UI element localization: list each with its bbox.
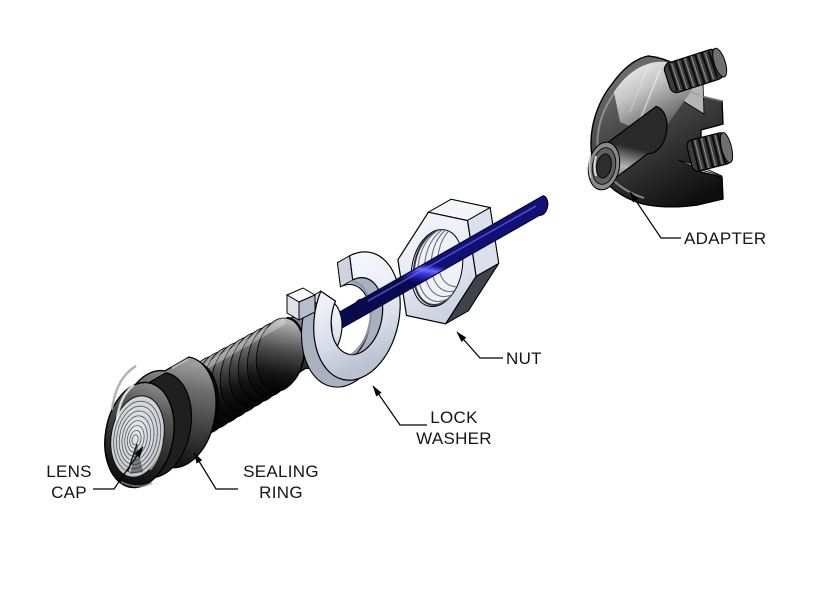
- leader-adapter: [629, 191, 681, 239]
- lock-washer-tab: [285, 287, 317, 321]
- leader-nut: [456, 331, 503, 359]
- label-lock-washer-line2: WASHER: [416, 429, 492, 448]
- leader-lock-washer: [372, 385, 427, 426]
- flange-highlight: [171, 358, 189, 369]
- label-lock-washer-line1: LOCK: [430, 408, 478, 427]
- label-sealing-ring-line1: SEALING: [243, 462, 319, 481]
- lock-washer: [285, 251, 401, 388]
- label-lens-cap: LENS CAP: [46, 461, 92, 503]
- label-nut: NUT: [506, 349, 542, 368]
- label-adapter: ADAPTER: [684, 229, 767, 248]
- adapter: [587, 47, 734, 208]
- adapter-stud-lower: [686, 132, 734, 172]
- lens-cap: [104, 364, 192, 489]
- shaft-front-segment: [353, 195, 549, 320]
- label-sealing-ring-line2: RING: [259, 483, 303, 502]
- leader-lines: [93, 191, 681, 490]
- label-lens-cap-line2: CAP: [51, 483, 87, 502]
- adapter-tube: [587, 105, 668, 191]
- adapter-stud-upper: [663, 47, 728, 94]
- bezel-highlight: [110, 364, 137, 411]
- leader-sealing-ring: [193, 452, 238, 490]
- lens-notch: [130, 444, 143, 474]
- label-lens-cap-line1: LENS: [46, 462, 92, 481]
- label-lock-washer: LOCK WASHER: [416, 407, 492, 449]
- label-sealing-ring: SEALING RING: [243, 461, 319, 503]
- leader-lens-cap: [93, 446, 144, 490]
